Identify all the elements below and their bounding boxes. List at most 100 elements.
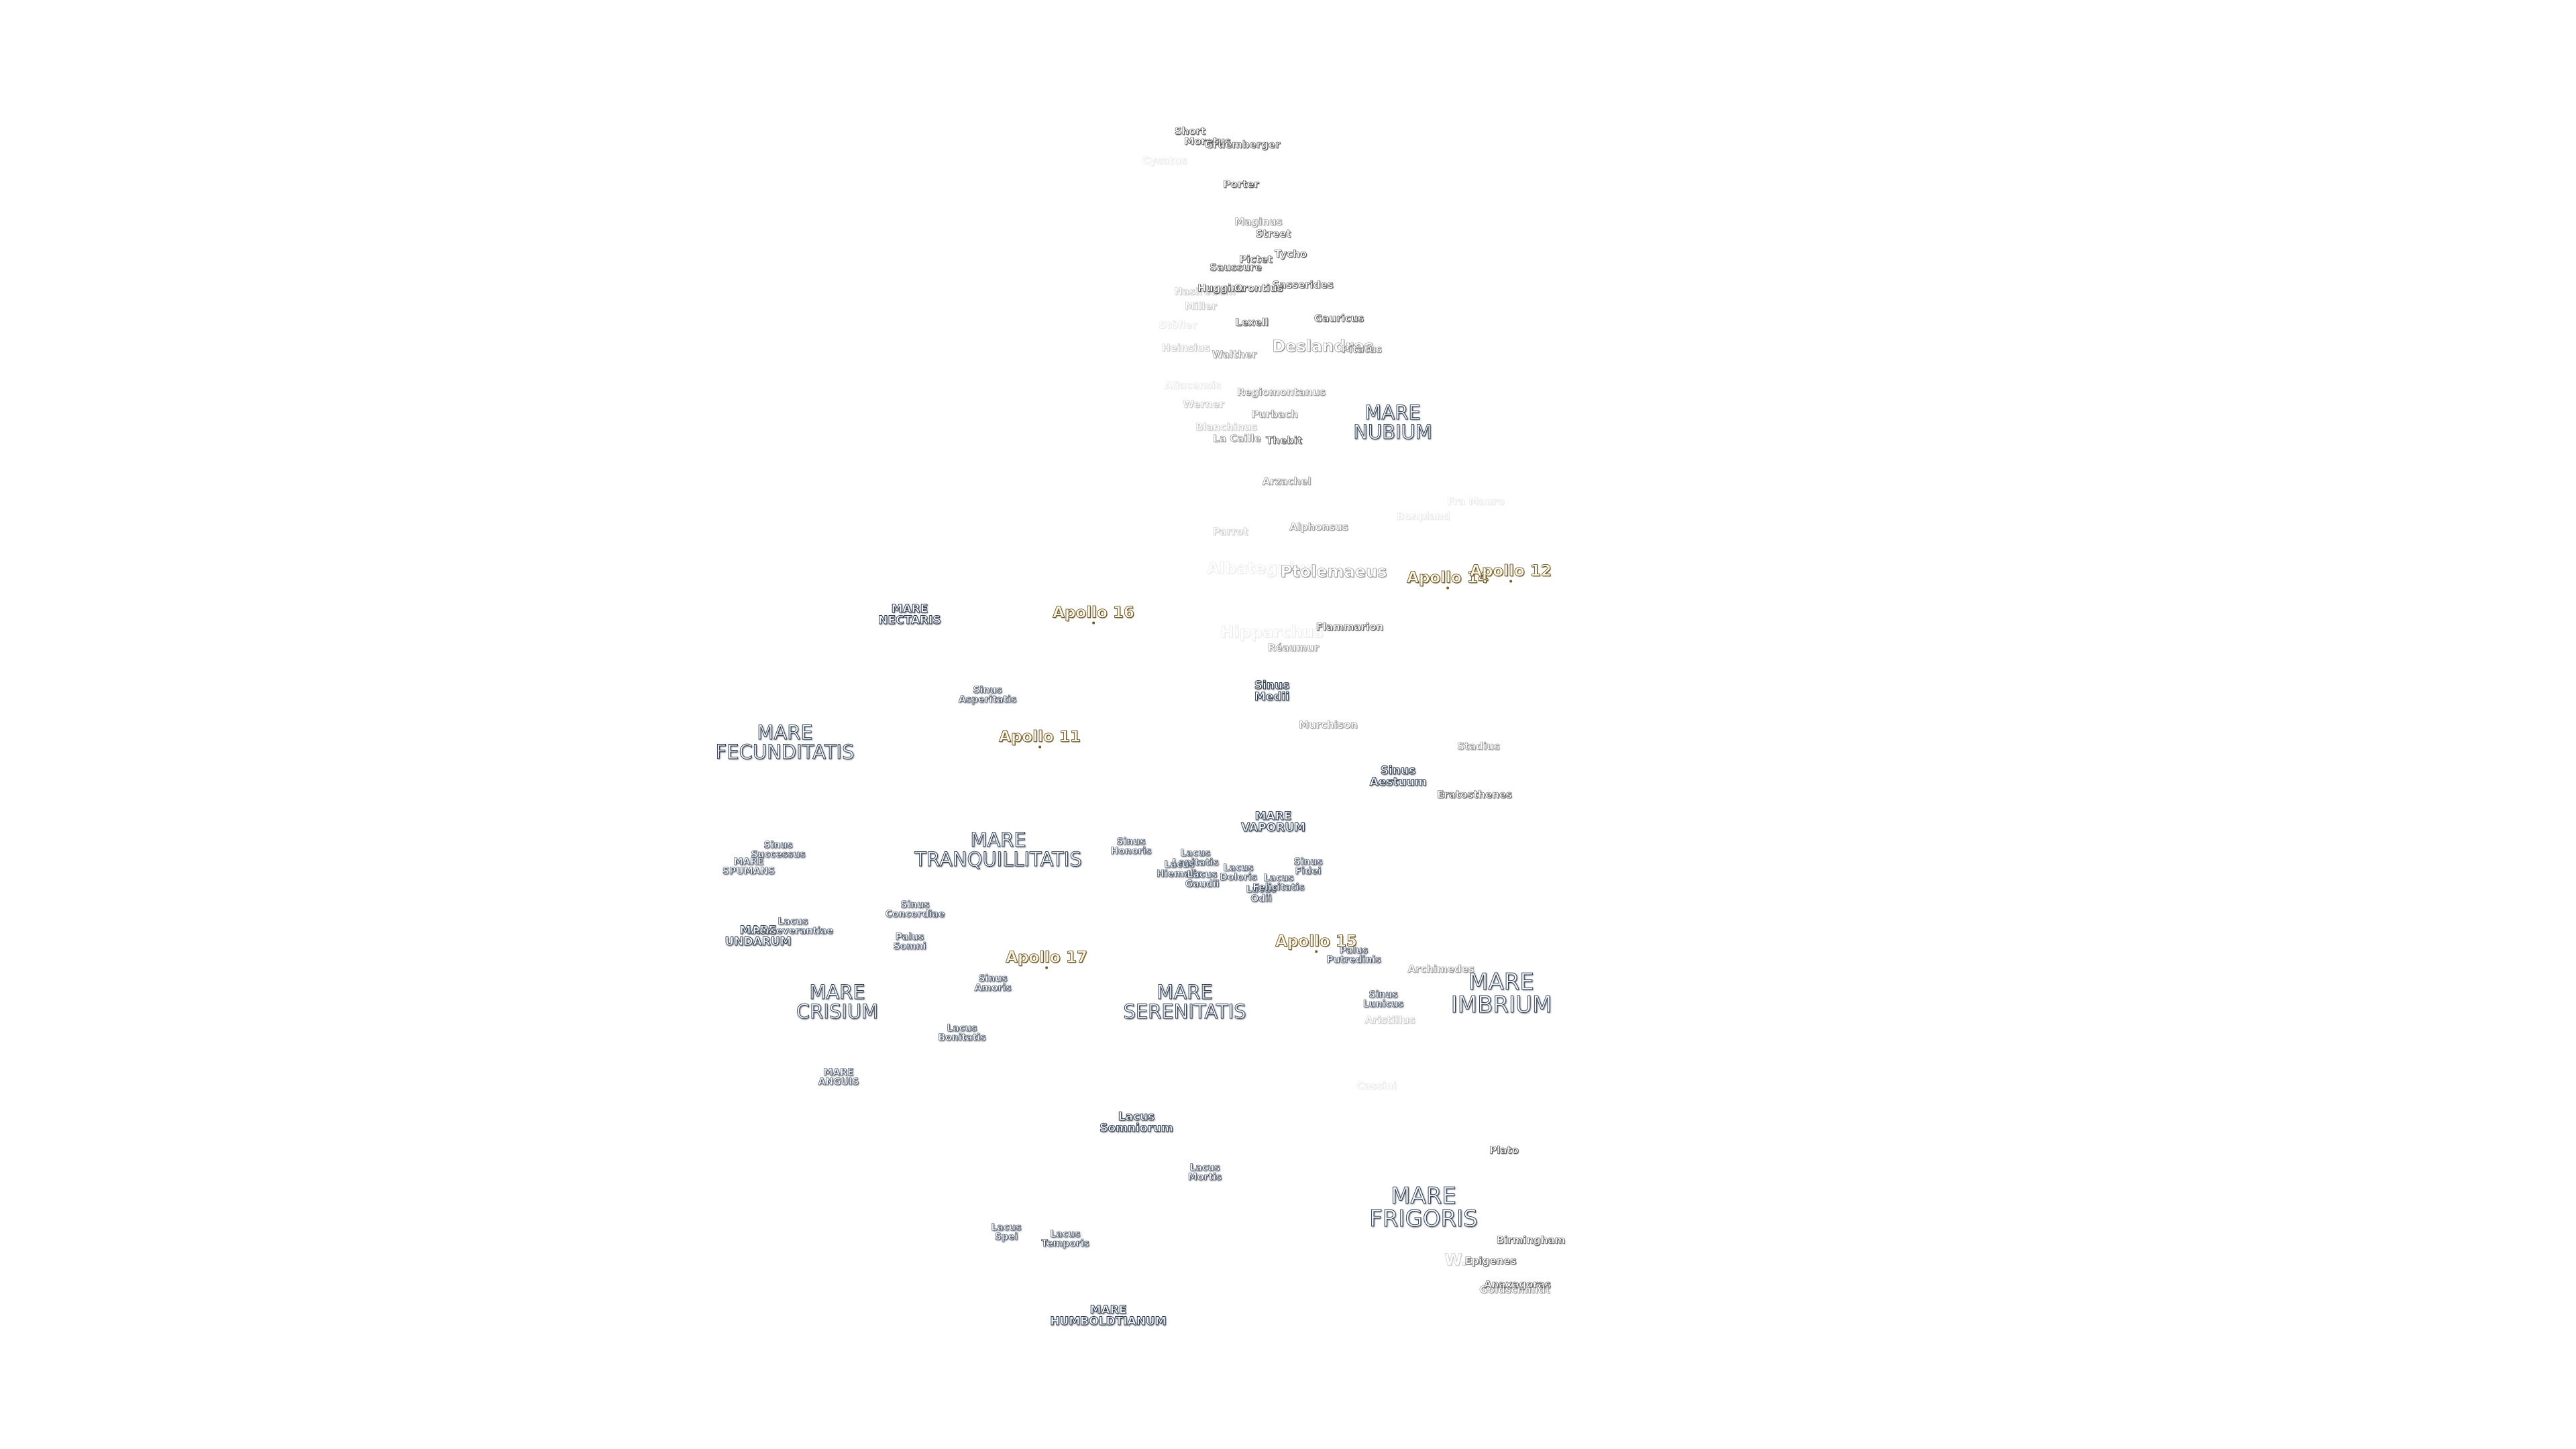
crater-deslandres-label[interactable]: Deslandres <box>1272 337 1374 356</box>
crater-flammarion-label[interactable]: Flammarion <box>1316 621 1384 633</box>
crater-gauricus-label[interactable]: Gauricus <box>1313 312 1364 325</box>
mare-nubium-label[interactable]: MARE NUBIUM <box>1353 401 1433 443</box>
apollo-16-text: Apollo 16 <box>1053 604 1134 622</box>
mare-crisium-label[interactable]: MARE CRISIUM <box>796 981 879 1023</box>
crater-aristillus-label[interactable]: Aristillus <box>1364 1014 1415 1026</box>
crater-walther-label[interactable]: Walther <box>1212 348 1257 361</box>
crater-albategnius-label[interactable]: Albategnius <box>1207 559 1316 578</box>
crater-werner-label[interactable]: Werner <box>1183 398 1224 411</box>
apollo-11-label[interactable]: Apollo 11 <box>999 729 1081 749</box>
mare-nectaris-label[interactable]: MARE NECTARIS <box>878 602 941 627</box>
apollo-12-label[interactable]: Apollo 12 <box>1470 562 1552 583</box>
crater-nasireddin-label[interactable]: Nasireddin <box>1174 285 1236 298</box>
mare-anguis-label[interactable]: MARE ANGUIS <box>818 1067 859 1087</box>
lacus-lenitatis-label[interactable]: Lacus Lenitatis <box>1172 848 1219 868</box>
crater-purbach-label[interactable]: Purbach <box>1251 408 1298 421</box>
crater-hipparchus-label[interactable]: Hipparchus <box>1220 623 1324 641</box>
mare-imbrium-label[interactable]: MARE IMBRIUM <box>1450 969 1552 1018</box>
crater-saussure-label[interactable]: Saussure <box>1210 261 1262 274</box>
crater-regiomontanus-label[interactable]: Regiomontanus <box>1236 386 1326 398</box>
crater-epigenes-label[interactable]: Epigenes <box>1464 1254 1517 1267</box>
lacus-gaudii-label[interactable]: Lacus Gaudii <box>1185 869 1220 890</box>
crater-sasserides-label[interactable]: Sasserides <box>1272 278 1334 291</box>
apollo-14-text: Apollo 14 <box>1407 569 1489 587</box>
crater-ptolemaeus-label[interactable]: Ptolemaeus <box>1280 562 1387 581</box>
crater-lexell-label[interactable]: Lexell <box>1235 316 1269 329</box>
sinus-fidei-label[interactable]: Sinus Fidei <box>1293 857 1323 877</box>
crater-aliacensis-label[interactable]: Aliacensis <box>1164 379 1222 392</box>
crater-plato-label[interactable]: Plato <box>1489 1144 1519 1157</box>
crater-archimedes-label[interactable]: Archimedes <box>1407 963 1474 975</box>
lacus-felicitatis-label[interactable]: Lacus Felicitatis <box>1252 873 1305 893</box>
crater-thebit-label[interactable]: Thebit <box>1265 434 1303 447</box>
sinus-aestuum-label[interactable]: Sinus Aestuum <box>1369 764 1427 789</box>
lacus-perseverantiae-label[interactable]: Lacus Perseverantiae <box>753 916 833 936</box>
mare-spumans-label[interactable]: MARE SPUMANS <box>722 857 775 877</box>
lacus-bonitatis-label[interactable]: Lacus Bonitatis <box>938 1023 986 1043</box>
crater-gruemberger-label[interactable]: Gruemberger <box>1204 138 1281 151</box>
apollo-17-marker <box>1045 966 1048 969</box>
lacus-temporis-label[interactable]: Lacus Temporis <box>1041 1229 1089 1249</box>
crater-tycho-label[interactable]: Tycho <box>1274 248 1307 260</box>
crater-fra-mauro-label[interactable]: Fra Mauro <box>1447 495 1505 508</box>
sinus-honoris-label[interactable]: Sinus Honoris <box>1110 837 1152 857</box>
crater-short-label[interactable]: Short <box>1174 125 1206 138</box>
crater-maginus-label[interactable]: Maginus <box>1234 215 1283 228</box>
crater-pictet-label[interactable]: Pictet <box>1239 253 1273 266</box>
apollo-12-text: Apollo 12 <box>1470 562 1552 580</box>
lacus-odii-label[interactable]: Lacus Odii <box>1246 884 1277 904</box>
mare-vaporum-label[interactable]: MARE VAPORUM <box>1241 810 1306 835</box>
apollo-17-label[interactable]: Apollo 17 <box>1006 950 1087 969</box>
crater-w-bond-label[interactable]: W. <box>1444 1250 1467 1269</box>
crater-stoefler-label[interactable]: Stöfler <box>1159 319 1197 331</box>
crater-alphonsus-label[interactable]: Alphonsus <box>1289 521 1348 533</box>
crater-parrot-label[interactable]: Parrot <box>1212 525 1248 538</box>
apollo-15-text: Apollo 15 <box>1275 932 1357 951</box>
crater-orontius-label[interactable]: Orontius <box>1234 282 1283 294</box>
crater-stadius-label[interactable]: Stadius <box>1457 740 1500 753</box>
apollo-16-label[interactable]: Apollo 16 <box>1053 604 1134 625</box>
lacus-hiemalis-label[interactable]: Lacus Hiemalis <box>1157 859 1203 879</box>
apollo-11-marker <box>1038 745 1041 749</box>
apollo-14-label[interactable]: Apollo 14 <box>1407 569 1489 590</box>
lacus-somniorum-label[interactable]: Lacus Somniorum <box>1099 1110 1173 1135</box>
crater-porter-label[interactable]: Porter <box>1223 178 1259 191</box>
crater-goldschmidt-label[interactable]: Goldschmidt <box>1479 1283 1550 1296</box>
crater-la-caille-label[interactable]: La Caille <box>1213 432 1261 445</box>
crater-reaumur-label[interactable]: Réaumur <box>1267 641 1320 654</box>
crater-cassini-label[interactable]: Cassini <box>1356 1079 1397 1092</box>
sinus-amoris-label[interactable]: Sinus Amoris <box>974 973 1012 994</box>
apollo-15-label[interactable]: Apollo 15 <box>1275 932 1357 953</box>
sinus-lunicus-label[interactable]: Sinus Lunicus <box>1362 989 1404 1010</box>
crater-murchison-label[interactable]: Murchison <box>1299 718 1358 731</box>
crater-pitatus-label[interactable]: Pitatus <box>1341 343 1383 356</box>
palus-putredinis-label[interactable]: Palus Putredinis <box>1326 945 1381 965</box>
sinus-medii-label[interactable]: Sinus Medii <box>1254 679 1290 704</box>
crater-birmingham-label[interactable]: Birmingham <box>1496 1234 1566 1246</box>
mare-humboldtianum-label[interactable]: MARE HUMBOLDTIANUM <box>1050 1303 1167 1328</box>
crater-miller-label[interactable]: Miller <box>1185 300 1218 313</box>
sinus-concordiae-label[interactable]: Sinus Concordiae <box>885 900 945 920</box>
sinus-successus-label[interactable]: Sinus Successus <box>751 840 806 860</box>
crater-huggins-label[interactable]: Huggins <box>1197 282 1244 294</box>
mare-fecunditatis-label[interactable]: MARE FECUNDITATIS <box>715 721 855 763</box>
crater-arzachel-label[interactable]: Arzachel <box>1262 475 1311 488</box>
crater-heinsius-label[interactable]: Heinsius <box>1161 341 1211 354</box>
mare-tranquillitatis-label[interactable]: MARE TRANQUILLITATIS <box>914 828 1082 871</box>
palus-somni-label[interactable]: Palus Somni <box>893 932 926 952</box>
lacus-doloris-label[interactable]: Lacus Doloris <box>1220 863 1257 883</box>
crater-anaxagoras-label[interactable]: Anaxagoras <box>1484 1278 1551 1291</box>
crater-street-label[interactable]: Street <box>1255 227 1291 240</box>
crater-eratosthenes-label[interactable]: Eratosthenes <box>1437 788 1513 801</box>
mare-serenitatis-label[interactable]: MARE SERENITATIS <box>1123 981 1246 1023</box>
crater-bonpland-label[interactable]: Bonpland <box>1397 510 1450 523</box>
mare-frigoris-label[interactable]: MARE FRIGORIS <box>1369 1183 1478 1232</box>
crater-cysatus-label[interactable]: Cysatus <box>1142 154 1187 167</box>
crater-moretus-label[interactable]: Moretus <box>1184 135 1231 148</box>
mare-undarum-label[interactable]: MARE UNDARUM <box>724 924 792 949</box>
sinus-asperitatis-label[interactable]: Sinus Asperitatis <box>958 685 1017 705</box>
lacus-spei-label[interactable]: Lacus Spei <box>991 1222 1022 1242</box>
lacus-mortis-label[interactable]: Lacus Mortis <box>1187 1163 1222 1183</box>
crater-blanchinus-label[interactable]: Blanchinus <box>1195 421 1258 433</box>
